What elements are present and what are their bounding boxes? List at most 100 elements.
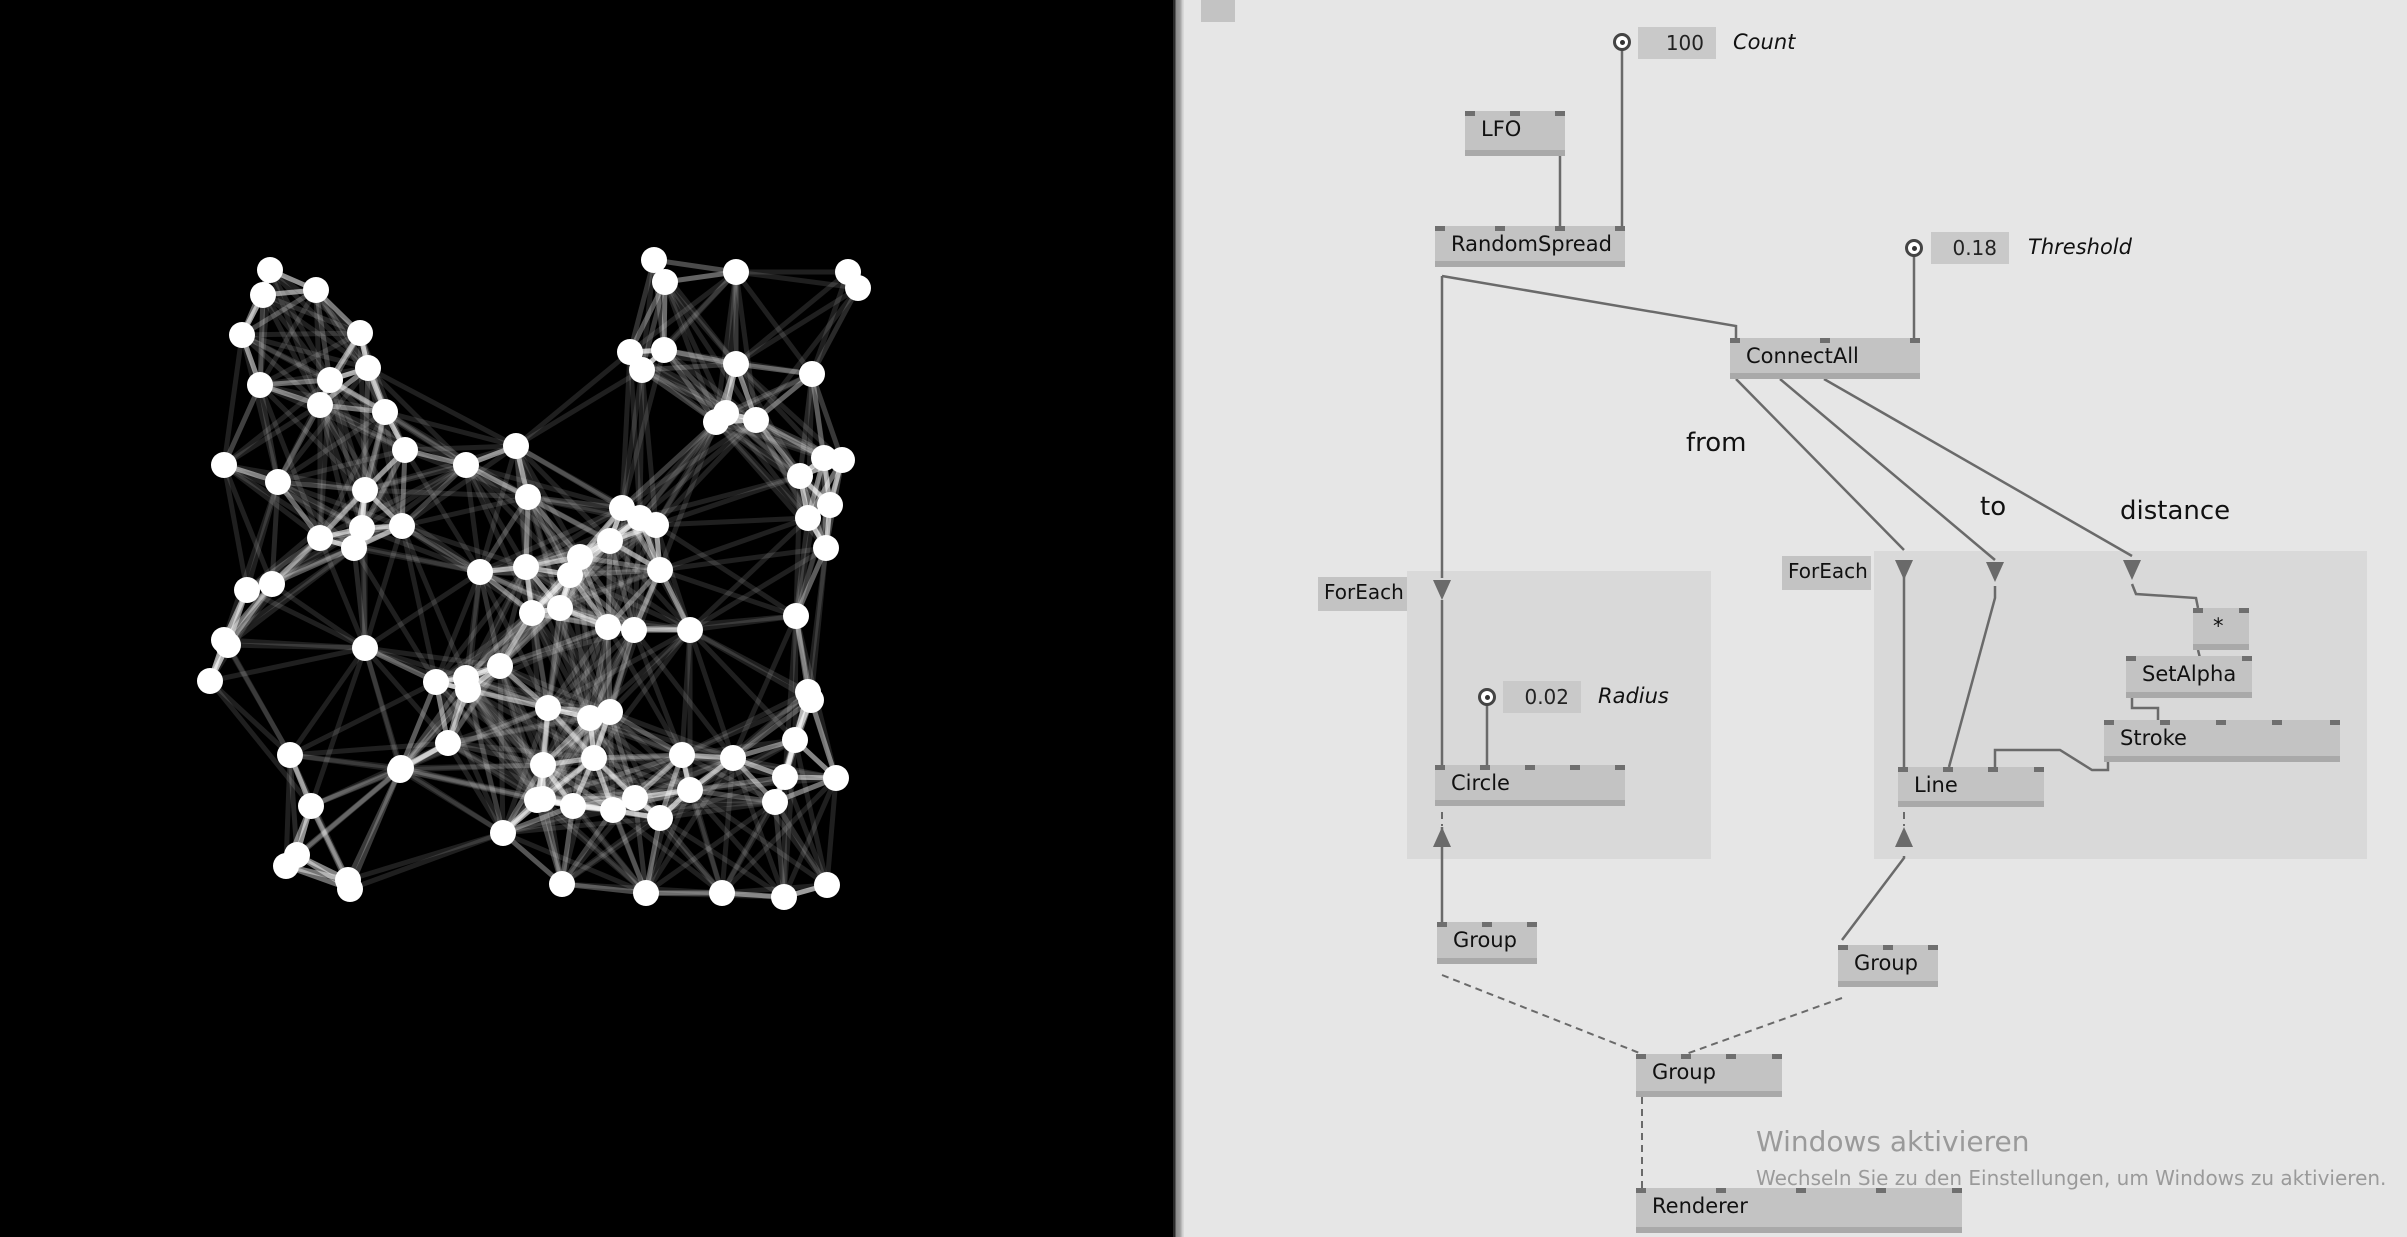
multiply-node[interactable]: * xyxy=(2193,608,2249,650)
graph-node xyxy=(229,322,255,348)
graph-edge xyxy=(733,271,759,421)
graph-edge xyxy=(445,664,503,745)
foreach-region-left[interactable] xyxy=(1407,571,1711,859)
graph-edge xyxy=(497,566,529,667)
graph-node xyxy=(211,452,237,478)
graph-edge xyxy=(793,517,811,617)
graph-node xyxy=(799,361,825,387)
graph-edge xyxy=(398,676,469,770)
foreach-region-right[interactable] xyxy=(1874,551,2367,859)
graph-edge xyxy=(353,545,481,575)
graph-edge xyxy=(529,611,593,720)
graph-edge xyxy=(569,567,661,578)
graph-edge xyxy=(578,554,692,633)
graph-node xyxy=(720,745,746,771)
group-right-node[interactable]: Group xyxy=(1838,945,1938,987)
graph-node xyxy=(597,699,623,725)
graph-edge xyxy=(258,383,367,492)
radius-knob-icon[interactable] xyxy=(1478,688,1496,706)
graph-edge xyxy=(500,763,546,835)
graph-edge xyxy=(634,755,734,801)
graph-edge xyxy=(241,330,361,338)
graph-edge xyxy=(464,463,572,577)
graph-edge xyxy=(663,280,738,366)
graph-node xyxy=(284,842,310,868)
randomspread-node[interactable]: RandomSpread xyxy=(1435,226,1625,267)
circle-node[interactable]: Circle xyxy=(1435,765,1625,806)
graph-edge xyxy=(351,547,368,649)
graph-edge xyxy=(587,568,663,720)
graph-edge xyxy=(364,645,501,669)
graph-node xyxy=(530,752,556,778)
count-label: Count xyxy=(1733,30,1796,54)
graph-node xyxy=(467,559,493,585)
graph-edge xyxy=(318,402,407,453)
graph-edge xyxy=(644,799,777,896)
graph-edge xyxy=(557,539,613,610)
graph-edge xyxy=(267,268,333,382)
graph-edge xyxy=(464,611,534,680)
radius-iobox[interactable]: 0.02 xyxy=(1503,681,1581,713)
graph-edge xyxy=(540,798,565,885)
graph-edge xyxy=(221,464,275,585)
graph-edge xyxy=(447,715,591,746)
graph-edge xyxy=(317,404,357,549)
graph-node xyxy=(567,544,593,570)
graph-edge xyxy=(275,403,323,484)
connectall-node[interactable]: ConnectAll xyxy=(1730,338,1920,379)
graph-edge xyxy=(659,567,797,619)
group-main-node[interactable]: Group xyxy=(1636,1054,1782,1097)
graph-edge xyxy=(364,645,469,693)
lfo-node-label: LFO xyxy=(1481,117,1522,141)
graph-edge xyxy=(313,289,333,381)
renderer-node[interactable]: Renderer xyxy=(1636,1188,1962,1233)
graph-edge xyxy=(730,756,830,887)
threshold-iobox[interactable]: 0.18 xyxy=(1931,232,2009,264)
graph-edge xyxy=(362,367,371,491)
graph-node xyxy=(817,492,843,518)
setalpha-node[interactable]: SetAlpha xyxy=(2126,656,2252,698)
graph-edge xyxy=(447,705,549,746)
stroke-node[interactable]: Stroke xyxy=(2104,720,2340,762)
graph-edge xyxy=(662,280,759,422)
graph-edge xyxy=(362,525,405,649)
foreach-right-label[interactable]: ForEach xyxy=(1782,556,1871,590)
graph-edge xyxy=(631,629,685,756)
connectall-node-label: ConnectAll xyxy=(1746,344,1859,368)
pane-splitter[interactable] xyxy=(1173,0,1184,1237)
foreach-left-label[interactable]: ForEach xyxy=(1318,577,1407,611)
graph-node xyxy=(677,777,703,803)
group-left-node[interactable]: Group xyxy=(1437,922,1537,964)
graph-edge xyxy=(632,628,735,760)
graph-node xyxy=(787,463,813,489)
graph-edge xyxy=(399,664,502,770)
setalpha-node-label: SetAlpha xyxy=(2142,662,2237,686)
graph-edge xyxy=(240,332,332,383)
line-node[interactable]: Line xyxy=(1898,767,2044,807)
network-graph xyxy=(197,247,871,910)
graph-node xyxy=(335,867,361,893)
graph-node xyxy=(709,880,735,906)
graph-edge xyxy=(317,410,388,540)
graph-edge xyxy=(641,361,737,373)
graph-edge xyxy=(257,288,319,387)
graph-edge xyxy=(724,411,802,478)
graph-edge xyxy=(540,764,565,885)
render-view[interactable] xyxy=(0,0,1173,1237)
graph-edge xyxy=(638,420,718,520)
graph-edge xyxy=(208,679,313,808)
threshold-knob-icon[interactable] xyxy=(1905,239,1923,257)
graph-edge xyxy=(328,377,468,468)
count-iobox[interactable]: 100 xyxy=(1638,27,1716,59)
lfo-node[interactable]: LFO xyxy=(1465,111,1565,156)
graph-edge xyxy=(634,795,776,805)
line-node-label: Line xyxy=(1914,773,1958,797)
graph-edge xyxy=(317,537,368,649)
graph-edge xyxy=(658,737,797,821)
patch-corner-button[interactable] xyxy=(1201,0,1235,22)
graph-edge xyxy=(525,515,641,570)
graph-node xyxy=(782,727,808,753)
graph-edge xyxy=(809,373,827,459)
graph-edge xyxy=(607,629,637,713)
count-knob-icon[interactable] xyxy=(1613,33,1631,51)
